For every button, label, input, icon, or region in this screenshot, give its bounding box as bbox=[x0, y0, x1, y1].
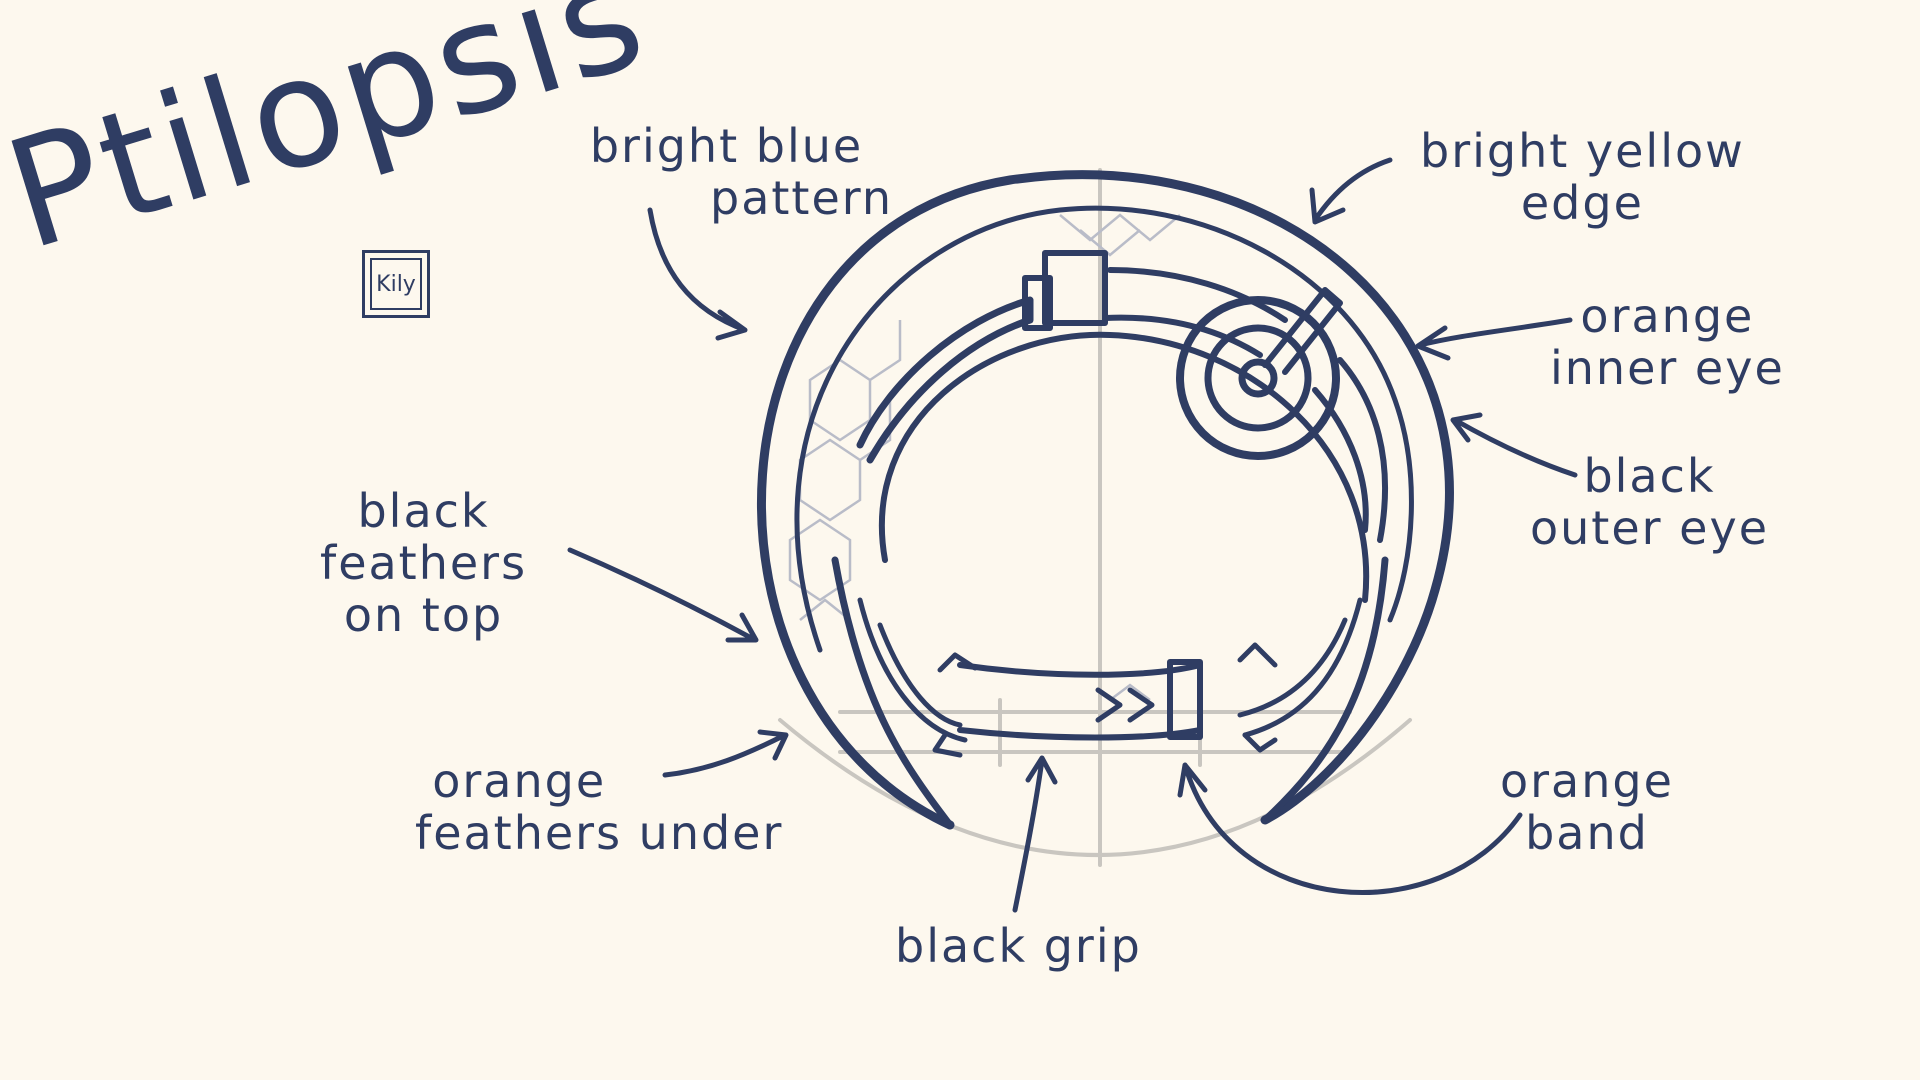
arrow-feathers-top bbox=[567, 547, 759, 643]
label-bright-blue-pattern: bright blue pattern bbox=[589, 119, 894, 225]
right-feathers bbox=[1237, 556, 1389, 824]
artist-signature-stamp: Kily bbox=[362, 250, 430, 318]
label-black-feathers-on-top: black feathers on top bbox=[320, 484, 528, 642]
arrow-orange-band bbox=[1177, 762, 1523, 895]
label-orange-inner-eye: orange inner eye bbox=[1550, 289, 1785, 395]
label-black-grip: black grip bbox=[895, 919, 1142, 973]
inner-band bbox=[856, 250, 1388, 543]
label-bright-yellow-edge: bright yellow edge bbox=[1420, 124, 1745, 230]
annotation-arrows bbox=[567, 157, 1578, 913]
arrow-feathers-under bbox=[662, 729, 789, 778]
label-orange-band: orange band bbox=[1500, 754, 1674, 860]
arrow-yellow-edge bbox=[1309, 157, 1393, 225]
arrow-blue-pattern bbox=[647, 207, 748, 341]
arrow-inner-eye bbox=[1415, 317, 1573, 361]
left-feathers bbox=[831, 556, 978, 829]
eye-motif bbox=[1176, 287, 1343, 460]
label-orange-feathers-under: orange feathers under bbox=[415, 754, 784, 860]
label-black-outer-eye: black outer eye bbox=[1530, 449, 1769, 555]
signature-text: Kily bbox=[370, 258, 422, 310]
arrow-black-grip bbox=[1012, 755, 1058, 913]
grip-assembly bbox=[878, 331, 1370, 741]
arrow-outer-eye bbox=[1450, 412, 1578, 478]
outer-ring bbox=[757, 170, 1454, 830]
